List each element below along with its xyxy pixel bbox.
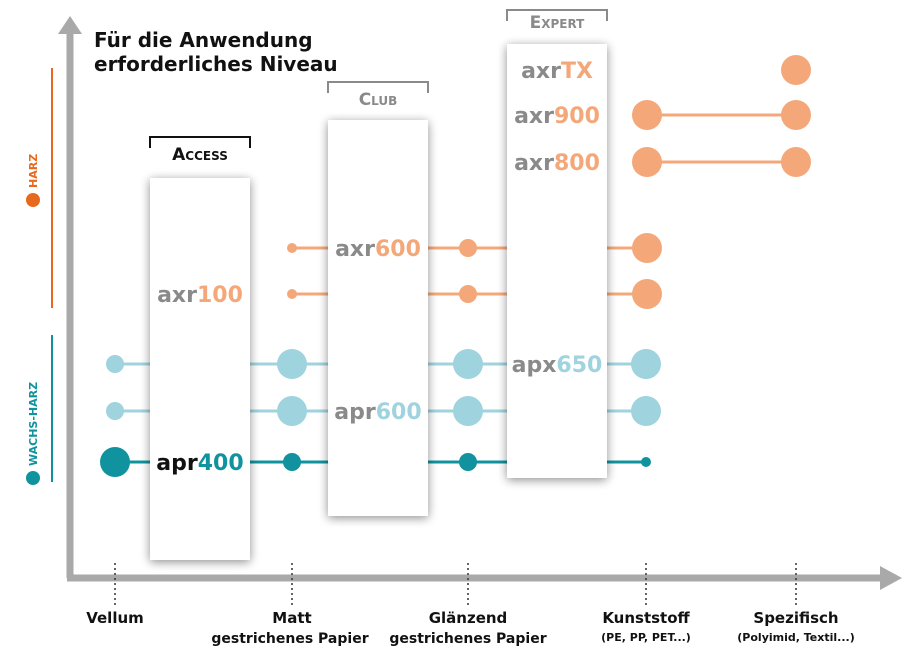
dot-axr600-glanzend: [459, 239, 477, 257]
dot-wax1-matt: [277, 349, 307, 379]
product-axr900: axr900: [514, 104, 600, 129]
dot-wax2-vellum: [106, 402, 124, 420]
product-axr100: axr100: [157, 283, 243, 308]
product-axrtx: axrTX: [521, 59, 593, 84]
x-label-kunststoff-sub: (PE, PP, PET...): [601, 631, 691, 644]
chart-title-line1: Für die Anwendung: [94, 28, 313, 52]
dot-apr400-glanzend: [459, 453, 477, 471]
club-bracket: [327, 81, 429, 93]
product-apx650: apx650: [512, 353, 603, 378]
dot-axr900-kunststoff: [632, 100, 662, 130]
expert-tier-label: Expert: [530, 13, 586, 33]
wachs-harz-label: WACHS-HARZ: [27, 382, 40, 466]
dot-axr900-spezifisch: [781, 100, 811, 130]
x-axis-arrow-icon: [880, 566, 902, 590]
dot-wax1-kunststoff: [631, 349, 661, 379]
dot-wax2-kunststoff: [631, 396, 661, 426]
access-bracket: [149, 136, 251, 148]
dot-wax2-matt: [277, 396, 307, 426]
level-dots: [100, 55, 811, 477]
product-apr400: apr400: [156, 451, 243, 476]
x-label-spezifisch: Spezifisch: [753, 609, 838, 627]
dot-axr100-glanzend: [459, 285, 477, 303]
expert-bracket: [506, 9, 608, 21]
wachs-harz-logo-icon: [26, 471, 40, 485]
dot-axr800-spezifisch: [781, 147, 811, 177]
dot-wax1-glanzend: [453, 349, 483, 379]
y-axis-arrow-icon: [58, 16, 82, 34]
x-label-glanzend-line2: gestrichenes Papier: [389, 631, 546, 647]
access-panel: [150, 178, 250, 560]
product-axr800: axr800: [514, 151, 600, 176]
x-label-matt-line2: gestrichenes Papier: [211, 631, 368, 647]
wachs-harz-side-label: WACHS-HARZ: [26, 382, 40, 485]
product-apr600: apr600: [334, 400, 421, 425]
harz-logo-icon: [26, 193, 40, 207]
dot-axrtx-spezifisch: [781, 55, 811, 85]
dot-apr400-kunststoff: [641, 457, 651, 467]
harz-side-label: HARZ: [26, 154, 40, 207]
dot-apr400-vellum: [100, 447, 130, 477]
club-tier-label: Club: [359, 90, 398, 110]
x-ticks: [114, 563, 797, 606]
club-panel: [328, 120, 428, 516]
dot-axr100-matt: [287, 289, 297, 299]
x-label-spezifisch-sub: (Polyimid, Textil...): [737, 631, 854, 644]
dot-wax1-vellum: [106, 355, 124, 373]
dot-wax2-glanzend: [453, 396, 483, 426]
access-tier-label: Access: [172, 145, 228, 165]
x-label-glanzend-line1: Glänzend: [429, 609, 508, 627]
expert-panel: [507, 44, 607, 478]
x-label-kunststoff: Kunststoff: [602, 609, 690, 627]
product-axr600: axr600: [335, 237, 421, 262]
dot-axr100-kunststoff: [632, 279, 662, 309]
dot-axr600-kunststoff: [632, 233, 662, 263]
x-label-vellum: Vellum: [86, 609, 144, 627]
dot-axr800-kunststoff: [632, 147, 662, 177]
x-label-matt-line1: Matt: [272, 609, 311, 627]
harz-label: HARZ: [27, 154, 40, 188]
dot-axr600-matt: [287, 243, 297, 253]
chart-title-line2: erforderliches Niveau: [94, 52, 338, 76]
dot-apr400-matt: [283, 453, 301, 471]
